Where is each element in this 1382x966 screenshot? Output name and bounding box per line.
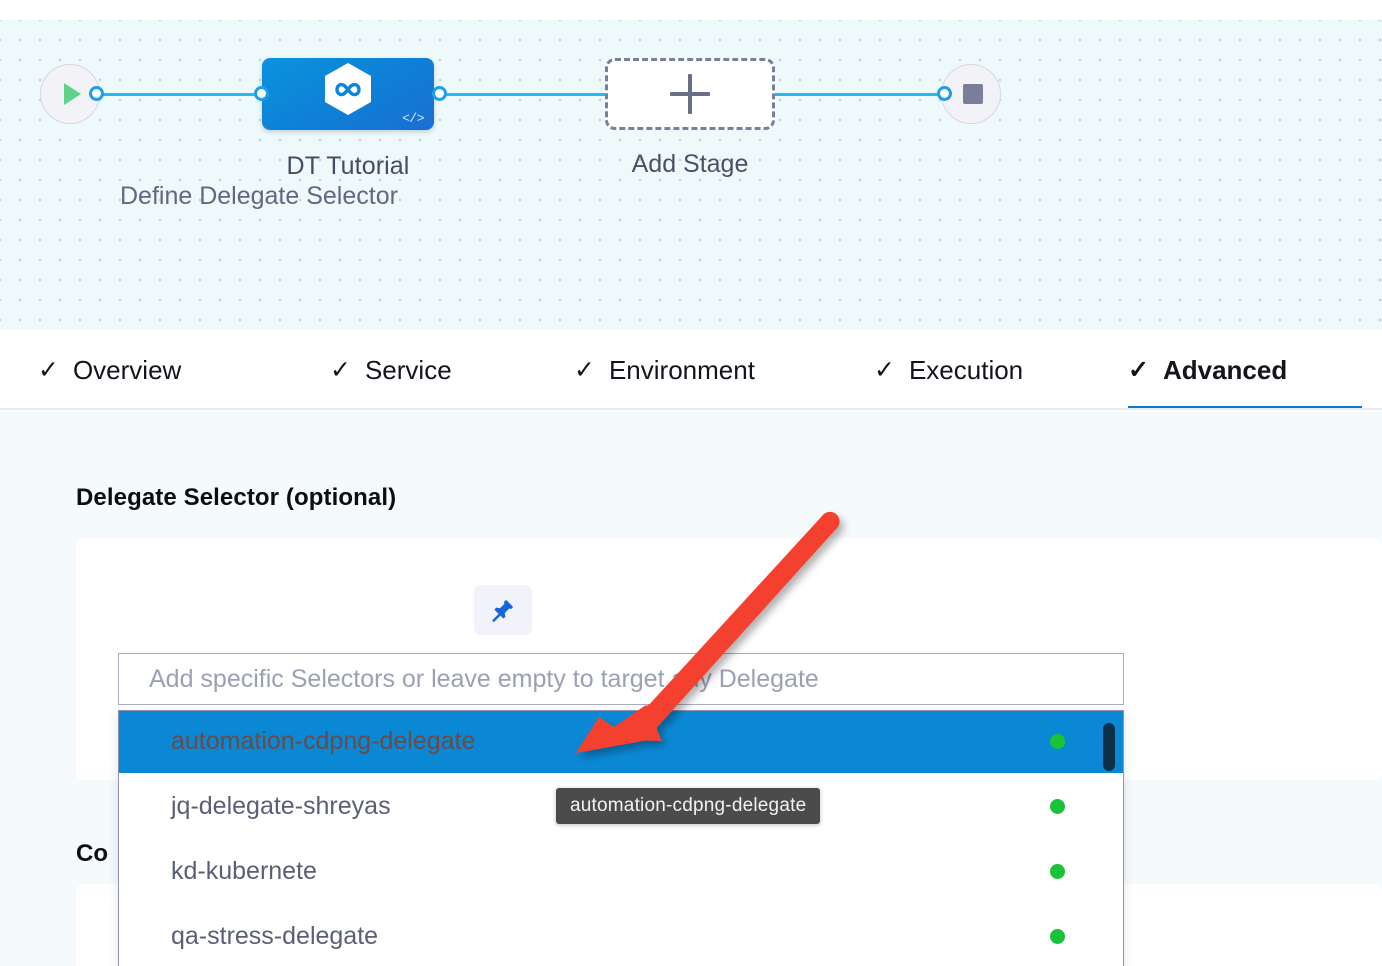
tab-execution[interactable]: ✓ Execution bbox=[874, 330, 1023, 410]
harness-hexagon-infinity-icon bbox=[322, 61, 374, 122]
status-dot-connected bbox=[1050, 863, 1065, 879]
status-dot-connected bbox=[1050, 733, 1065, 749]
status-dot-connected bbox=[1050, 798, 1065, 814]
check-icon: ✓ bbox=[38, 355, 59, 384]
check-icon: ✓ bbox=[574, 355, 595, 384]
tab-label: Environment bbox=[608, 354, 755, 385]
dropdown-option-jq-delegate-shreyas[interactable]: jq-delegate-shreyas bbox=[119, 776, 1123, 836]
tab-advanced[interactable]: ✓ Advanced bbox=[1128, 330, 1362, 410]
stage-tab-bar: ✓ Overview ✓ Service ✓ Environment ✓ Exe… bbox=[0, 330, 1382, 410]
option-label: qa-stress-delegate bbox=[171, 921, 379, 950]
pipeline-stage-label: DT Tutorial bbox=[286, 152, 410, 180]
pushpin-icon bbox=[492, 599, 514, 622]
code-badge-icon: </> bbox=[402, 111, 424, 126]
connector-line-start-to-stage bbox=[96, 93, 271, 96]
secondary-section-title: Co bbox=[76, 840, 108, 867]
tab-environment[interactable]: ✓ Environment bbox=[574, 330, 755, 410]
delegate-selector-input[interactable]: Add specific Selectors or leave empty to… bbox=[118, 653, 1124, 705]
canvas-bottom-strip bbox=[0, 325, 1382, 330]
add-stage-label: Add Stage bbox=[631, 150, 749, 178]
tab-label: Service bbox=[364, 354, 452, 385]
tab-label: Overview bbox=[72, 354, 182, 385]
tab-label: Advanced bbox=[1162, 354, 1288, 385]
tab-label: Execution bbox=[908, 354, 1024, 385]
dropdown-option-qa-stress-delegate[interactable]: qa-stress-delegate bbox=[119, 906, 1123, 966]
tab-service[interactable]: ✓ Service bbox=[330, 330, 452, 410]
pin-button[interactable] bbox=[474, 585, 532, 635]
port-start-out[interactable] bbox=[89, 86, 104, 101]
option-label: kd-kubernete bbox=[171, 856, 317, 885]
play-icon bbox=[64, 83, 81, 105]
stop-icon bbox=[963, 84, 983, 104]
option-label: jq-delegate-shreyas bbox=[171, 791, 391, 820]
delegate-tooltip: automation-cdpng-delegate bbox=[556, 788, 821, 824]
delegate-selector-dropdown[interactable]: automation-cdpng-delegate jq-delegate-sh… bbox=[118, 710, 1124, 966]
check-icon: ✓ bbox=[1128, 355, 1149, 384]
delegate-selector-placeholder: Add specific Selectors or leave empty to… bbox=[149, 664, 819, 693]
port-stage-out[interactable] bbox=[432, 86, 447, 101]
connector-line-stage-to-add bbox=[432, 93, 612, 96]
dropdown-option-kd-kubernete[interactable]: kd-kubernete bbox=[119, 841, 1123, 901]
define-delegate-selector-label: Define Delegate Selector bbox=[120, 182, 398, 210]
connector-line-add-to-end bbox=[772, 93, 952, 96]
tab-overview[interactable]: ✓ Overview bbox=[38, 330, 181, 410]
check-icon: ✓ bbox=[330, 355, 351, 384]
pipeline-stage-card[interactable]: </> bbox=[262, 58, 434, 130]
page-title: Delegate Selector (optional) bbox=[76, 484, 397, 511]
dropdown-scrollbar-thumb[interactable] bbox=[1103, 723, 1115, 771]
dropdown-option-automation-cdpng-delegate[interactable]: automation-cdpng-delegate bbox=[119, 711, 1123, 771]
option-label: automation-cdpng-delegate bbox=[171, 726, 476, 755]
canvas-top-strip bbox=[0, 0, 1382, 20]
add-stage-button[interactable] bbox=[605, 58, 775, 130]
port-end-in[interactable] bbox=[937, 86, 952, 101]
port-stage-in[interactable] bbox=[254, 86, 269, 101]
pipeline-canvas[interactable]: </> DT Tutorial Add Stage bbox=[0, 0, 1382, 330]
tabbar-divider bbox=[0, 408, 1382, 410]
plus-icon bbox=[670, 74, 710, 114]
check-icon: ✓ bbox=[874, 355, 895, 384]
pipeline-end-node[interactable] bbox=[941, 64, 1001, 124]
dropdown-selected-divider bbox=[119, 771, 1123, 773]
status-dot-connected bbox=[1050, 928, 1065, 944]
